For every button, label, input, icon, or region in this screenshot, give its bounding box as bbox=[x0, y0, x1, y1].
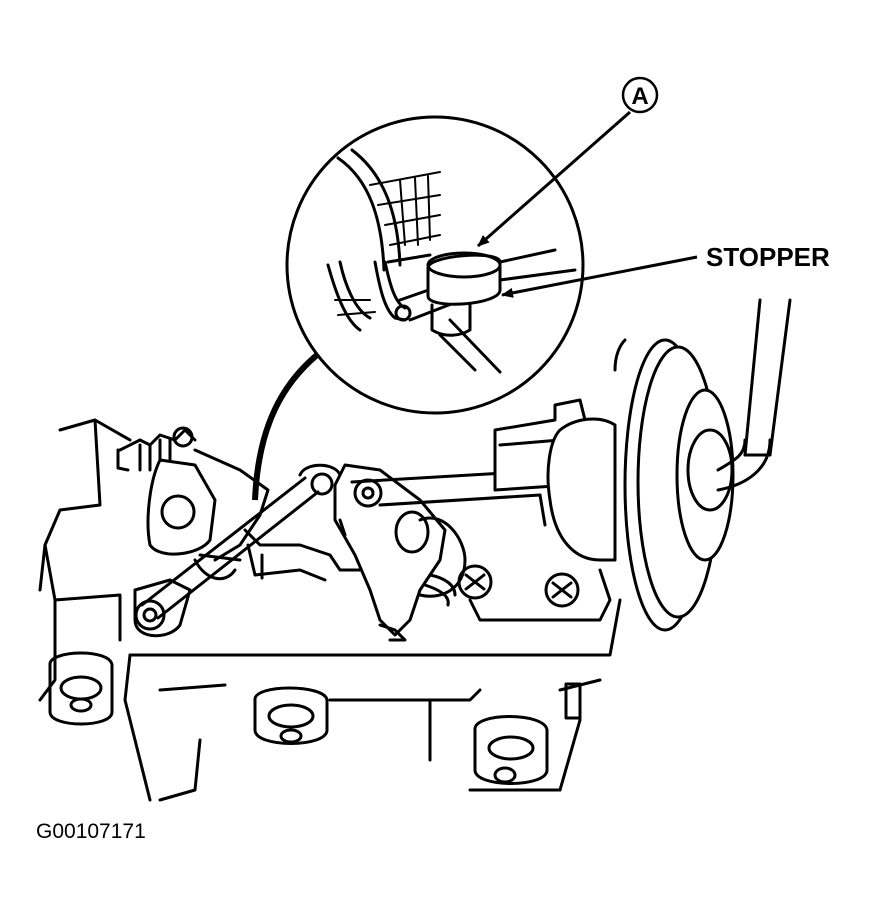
vacuum-hose bbox=[716, 298, 792, 492]
callout-stopper: STOPPER bbox=[501, 242, 830, 298]
stopper-label: STOPPER bbox=[706, 242, 830, 272]
injector-3 bbox=[473, 715, 549, 785]
vacuum-actuator bbox=[546, 338, 735, 632]
callout-a-arrow bbox=[477, 110, 631, 248]
bolt-1 bbox=[457, 564, 493, 600]
callout-a: A bbox=[477, 76, 659, 248]
small-boss bbox=[564, 682, 582, 720]
detail-leader-line bbox=[252, 342, 332, 501]
middle-linkage bbox=[243, 528, 382, 582]
linkage-rod bbox=[140, 463, 342, 620]
callout-a-circle bbox=[621, 76, 659, 114]
detail-inset bbox=[285, 115, 585, 415]
callout-a-label: A bbox=[631, 83, 648, 110]
left-throttle-lever bbox=[116, 426, 270, 638]
injector-2 bbox=[253, 686, 329, 745]
bolt-2 bbox=[544, 572, 580, 608]
figure-id: G00107171 bbox=[36, 820, 146, 843]
stopper-arrow bbox=[501, 255, 698, 298]
mounting-plate bbox=[468, 568, 612, 622]
injector-1 bbox=[48, 651, 114, 726]
engine-housing bbox=[38, 418, 622, 802]
right-throttle-lever bbox=[333, 463, 467, 642]
